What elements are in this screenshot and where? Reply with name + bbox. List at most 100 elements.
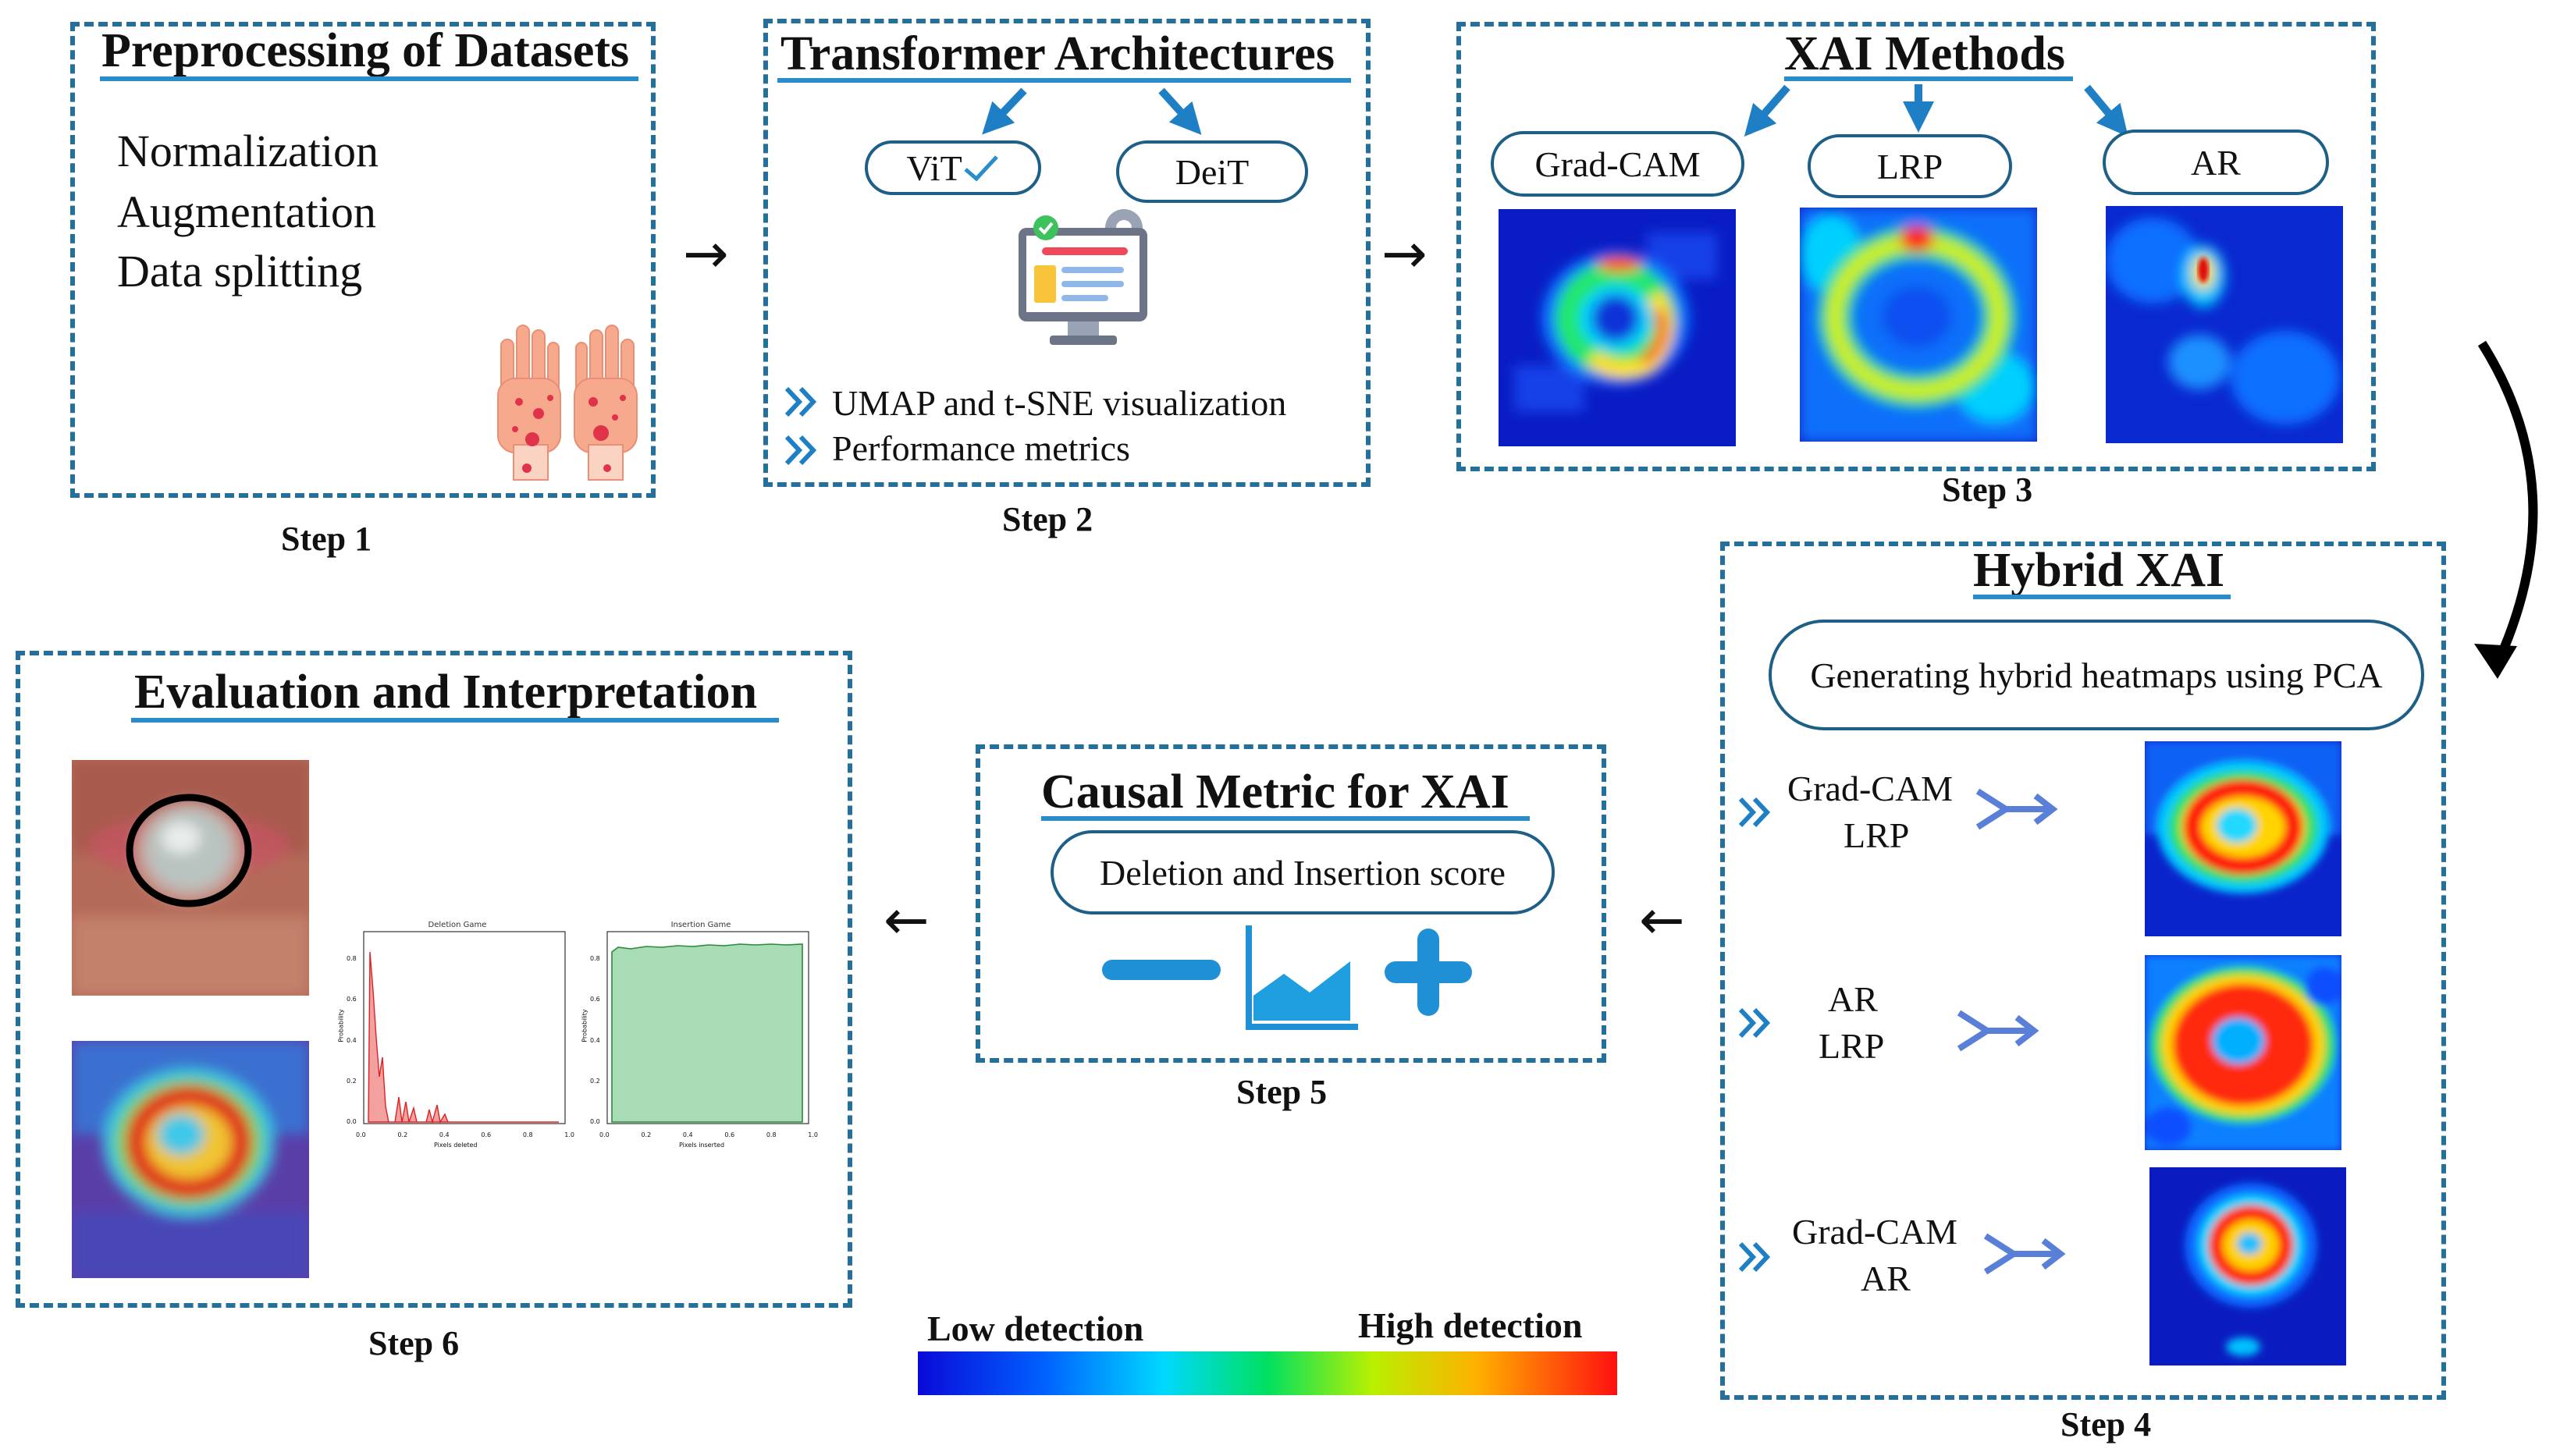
combo2-line2: LRP	[1819, 1026, 1885, 1066]
method-lrp-pill: LRP	[1808, 134, 2012, 198]
deletion-chart-plot	[363, 931, 566, 1124]
combo2-line1: AR	[1828, 979, 1878, 1019]
xtick: 0.2	[641, 1131, 652, 1138]
step5-title-underline	[1041, 816, 1530, 821]
arrow-left-icon: ←	[884, 888, 930, 952]
hybrid-gradcam-ar-heatmap	[2149, 1167, 2346, 1365]
arrow-down-icon	[1903, 84, 1934, 133]
insertion-chart: Insertion Game Probability Pixels insert…	[581, 921, 818, 1155]
deletion-chart-xticks: 0.0 0.2 0.4 0.6 0.8 1.0	[356, 1131, 574, 1138]
minus-icon	[1102, 960, 1221, 980]
legend-high-label: High detection	[1358, 1305, 1583, 1345]
double-chevron-icon	[784, 386, 817, 417]
xtick: 0.8	[522, 1131, 533, 1138]
combo1-line2: LRP	[1844, 815, 1910, 855]
step4-title-underline	[1973, 595, 2231, 599]
method-gradcam-label: Grad-CAM	[1534, 144, 1701, 184]
legend-low-label: Low detection	[927, 1309, 1144, 1348]
xtick: 0.6	[481, 1131, 492, 1138]
ytick: 0.8	[347, 955, 357, 962]
ytick: 0.6	[590, 996, 600, 1003]
step1-title: Preprocessing of Datasets	[101, 24, 630, 77]
area-chart-icon	[1246, 925, 1358, 1030]
deletion-chart-title: Deletion Game	[428, 921, 487, 929]
ytick: 0.4	[590, 1036, 600, 1044]
insertion-chart-xticks: 0.0 0.2 0.4 0.6 0.8 1.0	[599, 1131, 818, 1138]
xtick: 0.6	[724, 1131, 735, 1138]
double-chevron-icon	[784, 435, 817, 466]
step3-label: Step 3	[1942, 471, 2033, 509]
arrow-right-icon: →	[1381, 222, 1428, 286]
lesion-overlay-heatmap	[72, 1041, 309, 1278]
step2-title-underline	[777, 78, 1351, 83]
ytick: 0.0	[347, 1118, 357, 1125]
model-deit-pill: DeiT	[1116, 140, 1308, 203]
pca-subtitle-pill: Generating hybrid heatmaps using PCA	[1769, 620, 2424, 730]
insertion-chart-plot	[606, 931, 809, 1124]
ytick: 0.4	[347, 1036, 357, 1044]
step1-item-splitting: Data splitting	[117, 246, 363, 297]
xtick: 0.0	[356, 1131, 366, 1138]
computer-metrics-icon	[1019, 209, 1147, 345]
method-lrp-label: LRP	[1876, 146, 1943, 186]
xtick: 0.8	[766, 1131, 777, 1138]
xtick: 1.0	[808, 1131, 818, 1138]
step2-bullet-umap: UMAP and t-SNE visualization	[832, 383, 1287, 423]
ar-heatmap	[2106, 206, 2343, 443]
hybrid-ar-lrp-heatmap	[2145, 955, 2341, 1150]
combo3-line1: Grad-CAM	[1792, 1212, 1958, 1252]
step5-title: Causal Metric for XAI	[1041, 765, 1509, 819]
step2-title: Transformer Architectures	[780, 27, 1335, 80]
lesion-photo	[72, 760, 309, 996]
model-deit-label: DeiT	[1175, 151, 1250, 192]
xtick: 1.0	[564, 1131, 574, 1138]
curved-arrow-icon	[2474, 340, 2538, 679]
deletion-chart-ylabel: Probability	[337, 1009, 345, 1042]
arrow-down-right-icon	[1158, 87, 1202, 135]
deletion-chart-xlabel: Pixels deleted	[434, 1142, 478, 1149]
step3-title-underline	[1784, 76, 2073, 81]
ytick: 0.2	[590, 1077, 600, 1085]
step1-label: Step 1	[281, 520, 372, 558]
hybrid-gradcam-lrp-heatmap	[2145, 741, 2341, 936]
double-chevron-icon	[1738, 1241, 1771, 1273]
insertion-chart-yticks: 0.0 0.2 0.4 0.6 0.8	[590, 955, 600, 1125]
method-ar-pill: AR	[2103, 130, 2329, 195]
step3-title: XAI Methods	[1784, 27, 2065, 80]
insertion-chart-title: Insertion Game	[670, 921, 731, 929]
double-chevron-icon	[1738, 1007, 1771, 1039]
step2-bullet-metrics: Performance metrics	[832, 428, 1130, 468]
merge-arrow-icon	[1983, 1233, 2066, 1275]
checkmark-icon	[964, 155, 998, 182]
merge-arrow-icon	[1975, 788, 2058, 830]
step6-label: Step 6	[368, 1324, 460, 1362]
xtick: 0.0	[599, 1131, 610, 1138]
arrow-down-right-icon	[2084, 84, 2128, 137]
pca-subtitle-text: Generating hybrid heatmaps using PCA	[1810, 655, 2383, 695]
gradcam-heatmap	[1499, 209, 1736, 446]
arrow-left-icon: ←	[1639, 888, 1685, 952]
merge-arrow-icon	[1957, 1010, 2039, 1052]
step1-title-underline	[100, 76, 638, 81]
xtick: 0.4	[439, 1131, 450, 1138]
model-vit-pill: ViT	[865, 140, 1041, 195]
double-chevron-icon	[1738, 797, 1771, 828]
plus-icon	[1385, 929, 1472, 1016]
step6-title-underline	[131, 718, 779, 723]
insertion-chart-ylabel: Probability	[581, 1009, 588, 1042]
combo3-line2: AR	[1861, 1259, 1911, 1298]
deletion-chart: Deletion Game Probability Pixels deleted…	[337, 921, 574, 1155]
arrow-down-left-icon	[1744, 84, 1790, 137]
combo1-line1: Grad-CAM	[1787, 769, 1954, 808]
method-gradcam-pill: Grad-CAM	[1491, 131, 1744, 197]
ytick: 0.6	[347, 996, 357, 1003]
skin-rash-hands-icon	[497, 325, 638, 481]
ytick: 0.8	[590, 955, 600, 962]
arrow-right-icon: →	[683, 222, 729, 286]
ytick: 0.2	[347, 1077, 357, 1085]
step4-title: Hybrid XAI	[1973, 544, 2225, 597]
deletion-insertion-text: Deletion and Insertion score	[1100, 852, 1506, 893]
step6-title: Evaluation and Interpretation	[134, 666, 758, 719]
insertion-chart-xlabel: Pixels inserted	[679, 1142, 725, 1149]
step1-item-normalization: Normalization	[117, 126, 379, 176]
